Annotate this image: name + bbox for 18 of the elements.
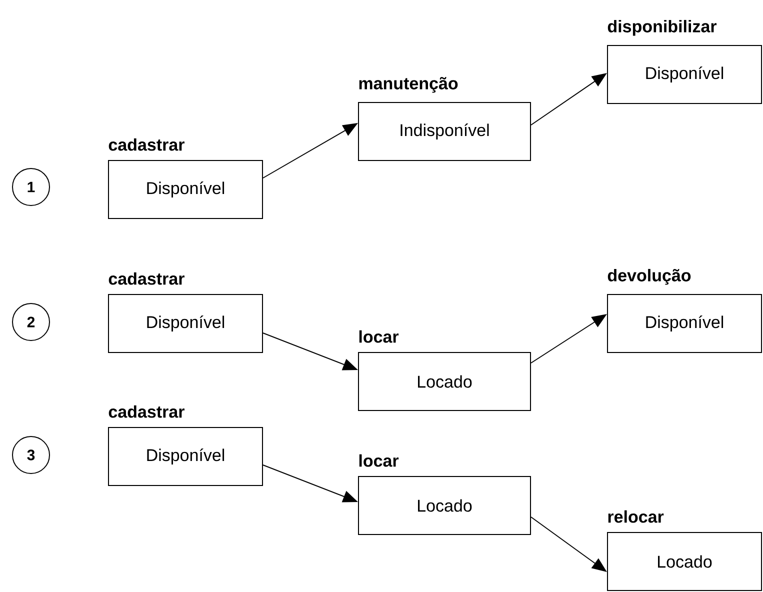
action-label: locar xyxy=(359,330,399,343)
action-label: cadastrar xyxy=(108,272,184,285)
action-label: cadastrar xyxy=(108,138,184,151)
action-label: relocar xyxy=(608,510,664,523)
state-box: Disponível xyxy=(607,294,762,353)
state-box: Disponível xyxy=(108,160,263,219)
state-box: Locado xyxy=(358,352,531,411)
state-box: Disponível xyxy=(108,294,263,353)
state-box: Disponível xyxy=(607,45,762,104)
action-label: cadastrar xyxy=(108,405,184,418)
state-box: Disponível xyxy=(108,427,263,486)
action-label: locar xyxy=(359,454,399,467)
state-box: Indisponível xyxy=(358,102,531,161)
action-label: disponibilizar xyxy=(608,20,717,36)
state-box: Locado xyxy=(607,532,762,591)
state-box: Locado xyxy=(358,476,531,535)
action-label: manutenção xyxy=(359,77,458,93)
action-label: devolução xyxy=(608,268,691,285)
